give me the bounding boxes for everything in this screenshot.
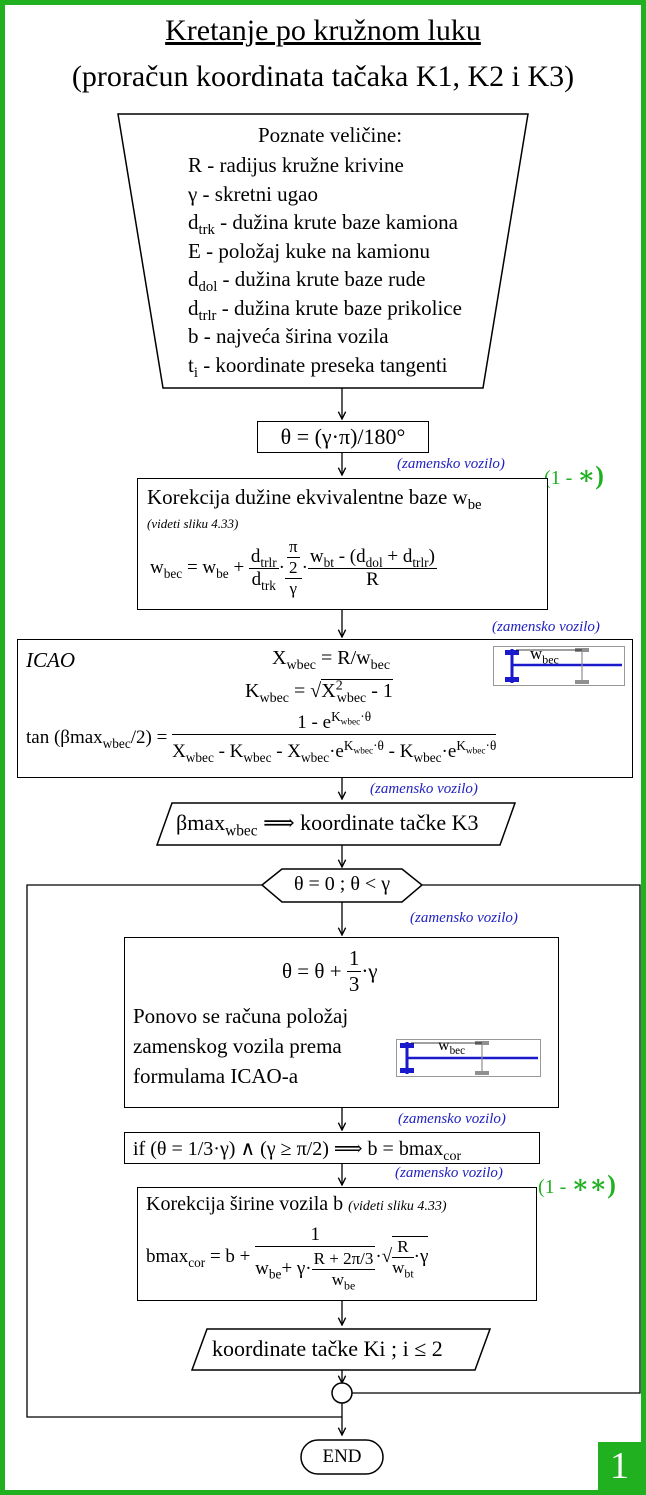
- known-item-description: - koordinate preseka tangenti: [197, 352, 448, 377]
- known-item-description: - skretni ugao: [197, 181, 319, 206]
- page-number-badge: 1: [598, 1442, 641, 1490]
- known-item: E - položaj kuke na kamionu: [188, 237, 462, 266]
- star-two: ∗∗): [571, 1170, 616, 1199]
- loop-body-line: zamenskog vozila prema: [133, 1034, 342, 1058]
- base-correction-ref: (videti sliku 4.33): [147, 516, 239, 531]
- known-item-symbol: E: [188, 238, 201, 263]
- page-subtitle: (proračun koordinata tačaka K1, K2 i K3): [71, 60, 575, 93]
- note-two-star-label: (1 -: [538, 1176, 572, 1198]
- known-item-symbol: R: [188, 153, 203, 177]
- base-correction-box: Korekcija dužine ekvivalentne baze wbe (…: [137, 478, 548, 610]
- known-item-symbol: γ: [188, 181, 198, 206]
- replacement-tag-1: (zamensko vozilo): [397, 456, 505, 472]
- if-condition: if (θ = 1/3·γ) ∧ (γ ≥ π/2) ⟹ b = bmaxcor: [133, 1138, 462, 1164]
- known-values-header: Poznate veličine:: [258, 123, 403, 147]
- known-item-description: - radijus kružne krivine: [202, 153, 404, 177]
- known-item-symbol: d: [188, 210, 199, 234]
- known-item-symbol: t: [188, 352, 194, 377]
- page-title: Kretanje po kružnom luku: [165, 14, 481, 47]
- width-correction-title: Korekcija širine vozila b (videti sliku …: [146, 1193, 447, 1215]
- known-item-description: - dužina krute baze rude: [217, 267, 426, 291]
- known-item-subscript: i: [193, 364, 198, 381]
- theta-formula: θ = (γ·π)/180°: [280, 424, 406, 449]
- wbec-diagram-label: wbec: [530, 644, 559, 667]
- replacement-tag-3: (zamensko vozilo): [370, 781, 478, 797]
- known-item: γ - skretni ugao: [188, 180, 462, 209]
- loop-body-text: Ponovo se računa položaj zamenskog vozila…: [133, 1001, 348, 1091]
- k3-output: βmaxwbec ⟹ koordinate tačke K3: [176, 810, 479, 840]
- known-item: ti - koordinate preseka tangenti: [188, 351, 462, 381]
- known-item: dtrk - dužina krute baze kamiona: [188, 208, 462, 239]
- star-one: ∗): [577, 461, 604, 490]
- known-item-description: - najveća širina vozila: [198, 324, 389, 348]
- known-item: b - najveća širina vozila: [188, 322, 462, 351]
- replacement-tag-4: (zamensko vozilo): [410, 910, 518, 926]
- known-item-symbol: d: [188, 267, 199, 291]
- known-item: dtrlr - dužina krute baze prikolice: [188, 294, 462, 324]
- loop-body-line: Ponovo se računa položaj: [133, 1004, 349, 1028]
- known-item-description: - položaj kuke na kamionu: [200, 238, 431, 263]
- known-item: ddol - dužina krute baze rude: [188, 265, 462, 296]
- if-condition-box: if (θ = 1/3·γ) ∧ (γ ≥ π/2) ⟹ b = bmaxcor: [124, 1132, 540, 1164]
- replacement-tag-6: (zamensko vozilo): [395, 1165, 503, 1181]
- base-correction-title: Korekcija dužine ekvivalentne baze wbe: [147, 485, 482, 514]
- note-one-star: (1 - ∗): [544, 461, 604, 491]
- wbec-diagram-label-2: wbec: [438, 1037, 466, 1058]
- k3-output-parallelogram: [155, 802, 517, 846]
- end-label: END: [322, 1446, 362, 1467]
- known-item-description: - dužina krute baze prikolice: [216, 295, 462, 320]
- icao-box: ICAO Xwbec = R/wbec Kwbec = √X2wbec - 1 …: [17, 639, 633, 778]
- known-item-subscript: trlr: [198, 307, 217, 324]
- known-item: R - radijus kružne krivine: [188, 151, 462, 180]
- vehicle-diagram-icao: wbec: [493, 644, 625, 686]
- known-item-description: - dužina krute baze kamiona: [214, 210, 458, 234]
- end-terminal: [300, 1439, 384, 1475]
- loop-body-line: formulama ICAO-a: [133, 1064, 299, 1088]
- replacement-tag-5: (zamensko vozilo): [398, 1111, 506, 1127]
- note-one-star-label: (1 -: [544, 467, 578, 489]
- known-item-symbol: b: [188, 324, 199, 348]
- vehicle-diagram-loop: wbec: [396, 1037, 541, 1077]
- loop-condition: θ = 0 ; θ < γ: [293, 873, 391, 895]
- note-two-star: (1 - ∗∗): [538, 1170, 616, 1200]
- connector-circle: [331, 1382, 353, 1404]
- x-wbec-formula: Xwbec = R/wbec: [272, 647, 391, 673]
- icao-label: ICAO: [26, 648, 75, 672]
- known-item-subscript: trk: [198, 222, 215, 239]
- replacement-tag-2: (zamensko vozilo): [492, 619, 600, 635]
- known-values-trapezoid: [117, 113, 529, 389]
- ki-output: koordinate tačke Ki ; i ≤ 2: [212, 1336, 443, 1361]
- known-item-subscript: dol: [198, 279, 218, 296]
- loop-hexagon: [260, 868, 424, 903]
- page-number: 1: [610, 1445, 629, 1487]
- theta-conversion-box: θ = (γ·π)/180°: [257, 421, 429, 453]
- known-item-symbol: d: [188, 295, 199, 320]
- width-correction-box: Korekcija širine vozila b (videti sliku …: [137, 1187, 537, 1301]
- ki-output-parallelogram: [190, 1328, 492, 1371]
- k-wbec-formula: Kwbec = √X2wbec - 1: [245, 678, 393, 706]
